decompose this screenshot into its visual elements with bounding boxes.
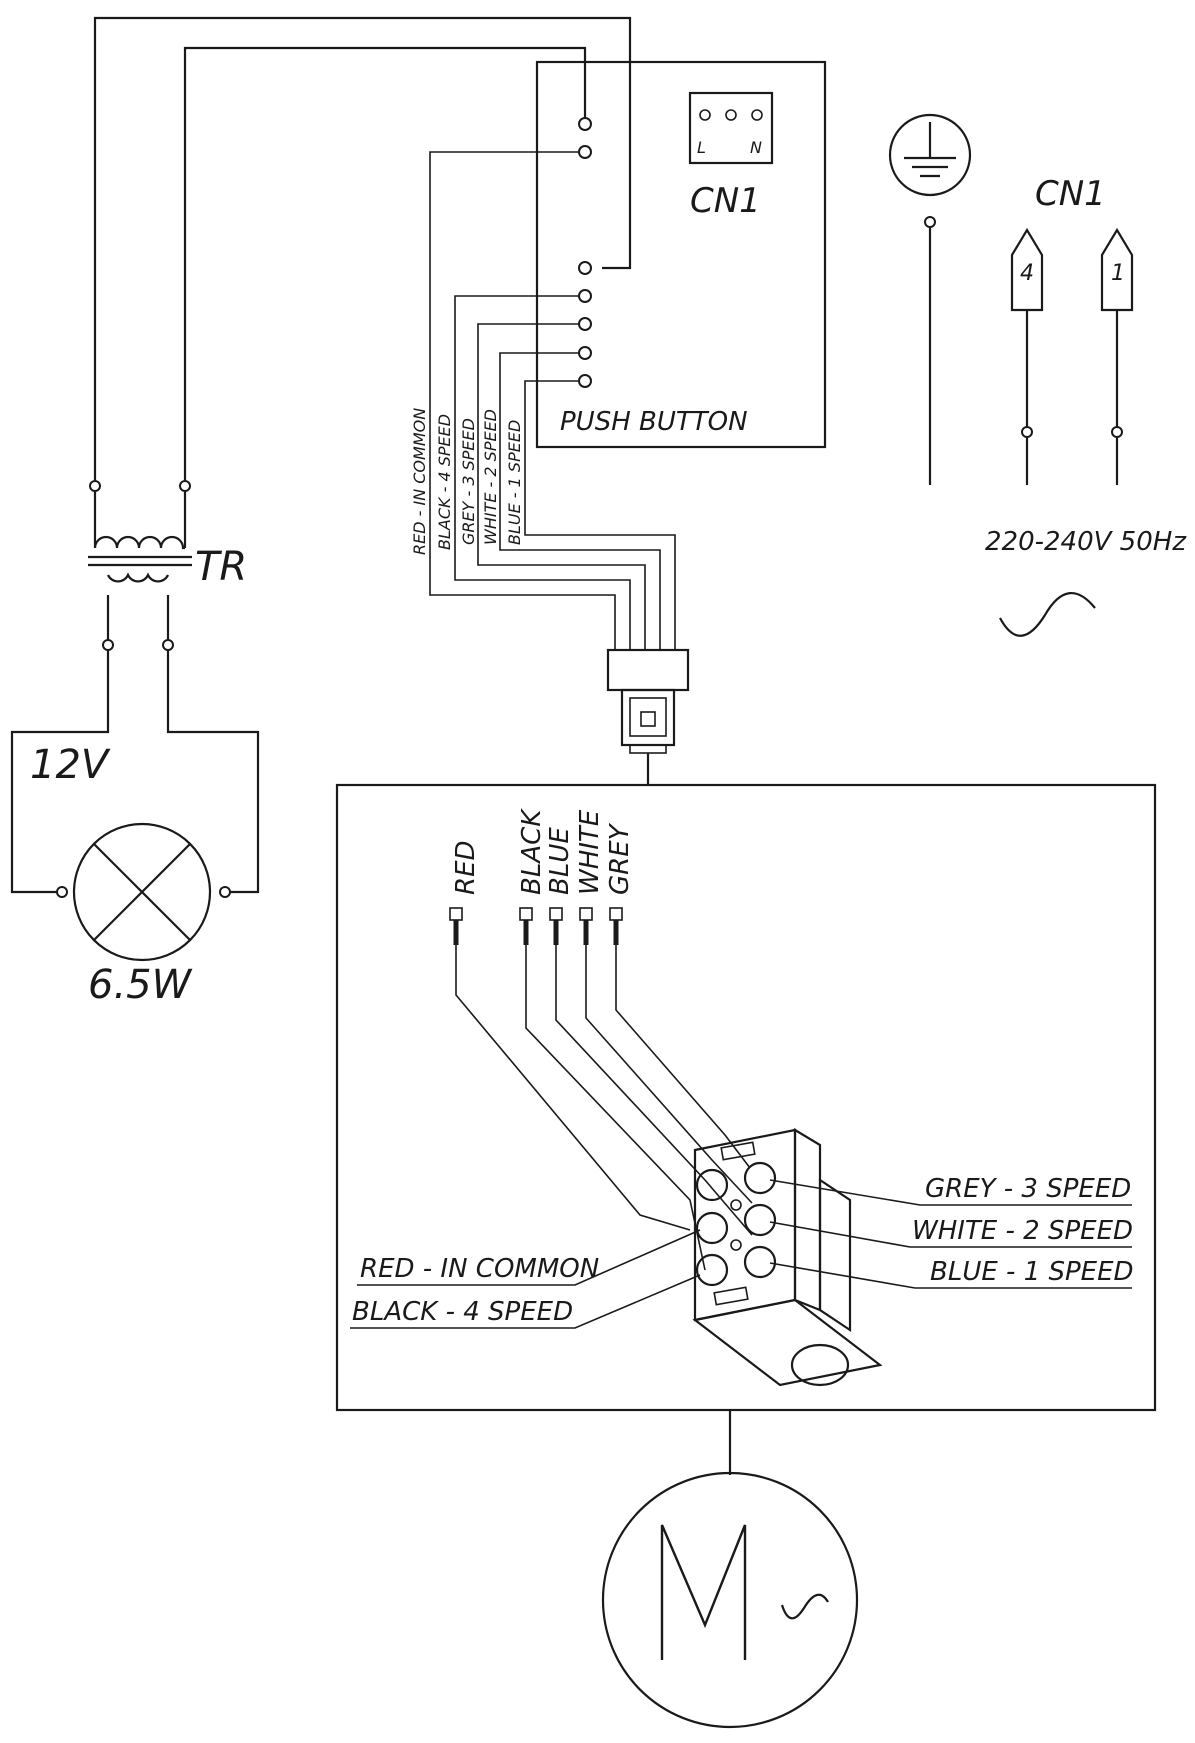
lead-label-red: RED [451,840,481,895]
lead-label-grey: GREY [605,822,635,895]
lamp-power: 6.5W [88,962,193,1008]
supply-connector-label: CN1 [1035,174,1106,214]
callout-grey: GREY - 3 SPEED [925,1174,1131,1204]
cn1-terminal-l: L [697,138,706,157]
lamp-circuit: 12V 6.5W [10,650,260,1008]
supply-pin-1: 1 [1111,261,1125,286]
wire-label-black: BLACK - 4 SPEED [435,414,454,550]
transformer-label: TR [195,544,247,590]
transformer: TR [88,480,247,651]
supply-pin-4: 4 [1020,261,1034,286]
lead-label-white: WHITE [575,809,605,895]
supply-connector: CN1 4 1 220-240V 50Hz [985,174,1187,637]
supply-voltage: 220-240V 50Hz [985,527,1187,557]
callout-black: BLACK - 4 SPEED [352,1297,573,1327]
push-button-box: L N CN1 PUSH BUTTON [535,60,827,449]
callout-red: RED - IN COMMON [360,1254,599,1284]
harness-plug [606,648,690,785]
motor-callouts-left: RED - IN COMMON BLACK - 4 SPEED [350,1229,701,1329]
motor-callouts-right: GREY - 3 SPEED WHITE - 2 SPEED BLUE - 1 … [769,1174,1134,1289]
push-button-terminals [578,117,592,388]
motor-lead-labels: RED BLACK BLUE WHITE GREY [451,808,635,895]
harness-wire-labels: RED - IN COMMON BLACK - 4 SPEED GREY - 3… [410,408,524,555]
wire-label-grey: GREY - 3 SPEED [459,418,478,545]
lamp-icon [72,822,212,962]
lead-label-black: BLACK [517,808,547,895]
motor-icon [601,1471,859,1729]
motor-connector-box [335,783,1157,1412]
wire-label-red: RED - IN COMMON [410,408,429,555]
earth-symbol [888,113,972,485]
push-button-harness [429,151,676,650]
transformer-feed-wires [93,16,632,480]
cn1-terminal-block [688,91,774,165]
push-button-title: PUSH BUTTON [560,407,748,437]
motor [601,1410,859,1729]
motor-leads [449,907,753,1271]
callout-white: WHITE - 2 SPEED [912,1216,1133,1246]
callout-blue: BLUE - 1 SPEED [930,1257,1134,1287]
wire-label-blue: BLUE - 1 SPEED [505,420,524,545]
motor-plug [692,1128,883,1387]
wire-label-white: WHITE - 2 SPEED [481,409,500,545]
ac-sine-icon [999,591,1096,637]
cn1-terminal-n: N [750,138,762,157]
cn1-box-label: CN1 [690,181,761,221]
motor-ac-icon [780,1593,829,1620]
lamp-voltage: 12V [30,742,111,788]
lead-label-blue: BLUE [545,827,575,895]
